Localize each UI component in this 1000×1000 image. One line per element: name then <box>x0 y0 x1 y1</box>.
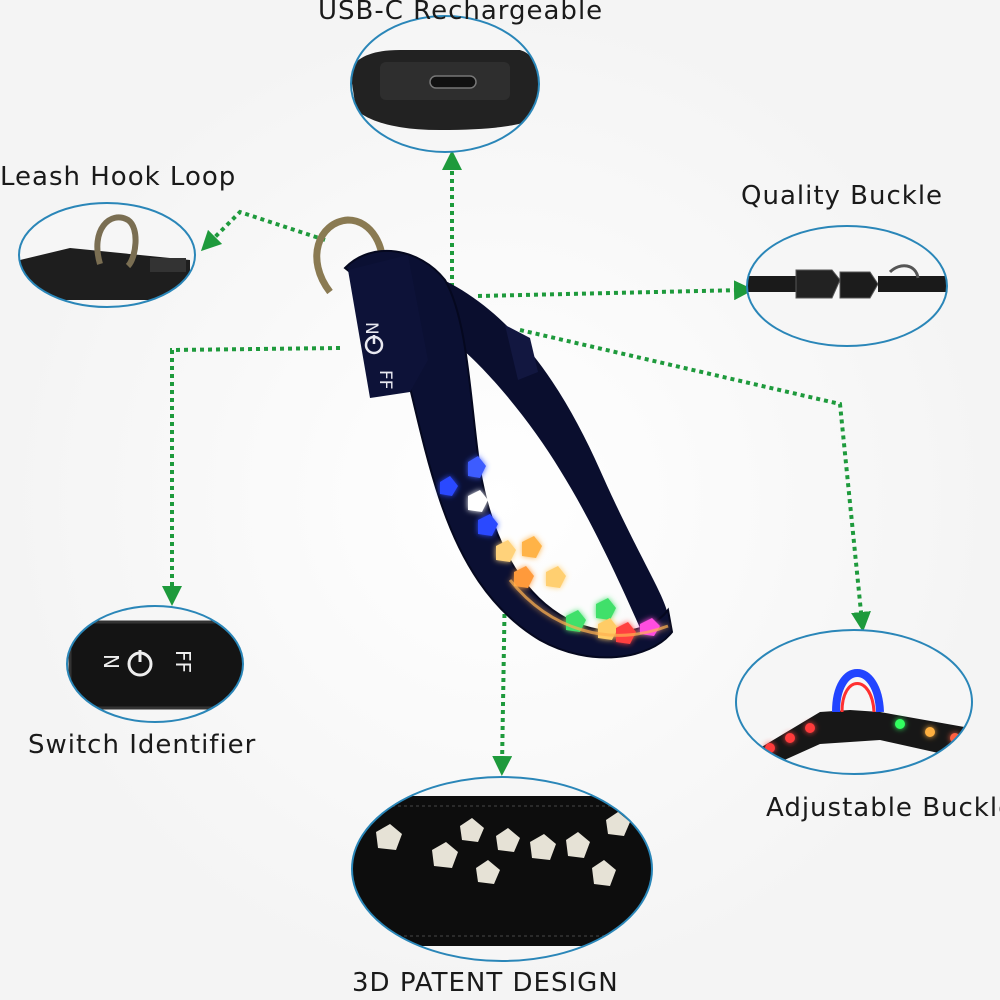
leader-adjustable <box>519 328 871 632</box>
collar-band <box>343 249 674 659</box>
label-3d-patent-design: 3D PATENT DESIGN <box>352 968 619 998</box>
switch-off-text: FF <box>171 650 195 673</box>
usb-c-port <box>429 75 477 89</box>
led-lights <box>440 456 669 644</box>
callout-patent <box>351 776 653 962</box>
callout-quality <box>746 225 948 347</box>
d-ring <box>313 216 387 295</box>
label-usb-c-rechargeable: USB-C Rechargeable <box>318 0 604 26</box>
callout-switch: N FF <box>66 605 244 723</box>
switch-on-text: N <box>99 654 123 669</box>
collar-off-text: FF <box>375 370 395 390</box>
leader-leash <box>200 209 326 252</box>
leader-switch <box>162 346 341 606</box>
label-switch-identifier: Switch Identifier <box>28 730 257 760</box>
label-quality-buckle: Quality Buckle <box>741 181 944 211</box>
callout-leash <box>18 202 196 308</box>
pentagon-lights <box>376 812 630 886</box>
callout-adjustable <box>735 629 973 775</box>
leader-patent <box>492 581 513 776</box>
label-leash-hook-loop: Leash Hook Loop <box>0 162 237 192</box>
collar-main: N FF <box>313 216 674 659</box>
label-adjustable-buckle: Adjustable Buckle <box>766 793 1000 823</box>
collar-on-text: N <box>361 322 381 335</box>
callout-usb <box>350 15 540 153</box>
